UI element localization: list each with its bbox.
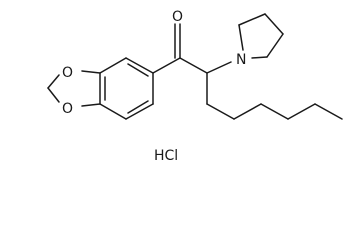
structure-diagram: O O O N HCl — [47, 9, 343, 163]
bond — [152, 57, 181, 74]
bond — [314, 103, 343, 120]
bond — [251, 56, 268, 59]
bond — [179, 57, 208, 74]
bond — [125, 103, 154, 120]
bond — [125, 57, 154, 74]
bond — [47, 87, 60, 103]
bond — [260, 103, 289, 120]
bond — [233, 103, 262, 120]
bond — [99, 57, 127, 74]
double-bond — [127, 63, 149, 77]
bond — [99, 103, 127, 120]
bond — [264, 13, 284, 35]
pyrrolidine-ring — [238, 13, 284, 59]
bond — [287, 103, 316, 120]
bond — [238, 13, 266, 26]
hcl-salt-label: HCl — [154, 148, 178, 163]
pyrrolidine-nitrogen-label: N — [236, 52, 246, 68]
carbonyl-oxygen-label: O — [172, 9, 183, 25]
double-bond — [127, 100, 149, 114]
bond — [266, 33, 284, 58]
bond — [206, 61, 232, 74]
bond — [238, 24, 244, 51]
benzodioxole-ring — [47, 57, 154, 120]
bond — [206, 103, 235, 120]
dioxole-oxygen-upper-label: O — [62, 65, 73, 81]
bond — [81, 70, 101, 74]
bond — [81, 103, 101, 107]
bond — [47, 74, 60, 89]
dioxole-oxygen-lower-label: O — [62, 101, 73, 117]
ketone-chain — [152, 23, 343, 120]
